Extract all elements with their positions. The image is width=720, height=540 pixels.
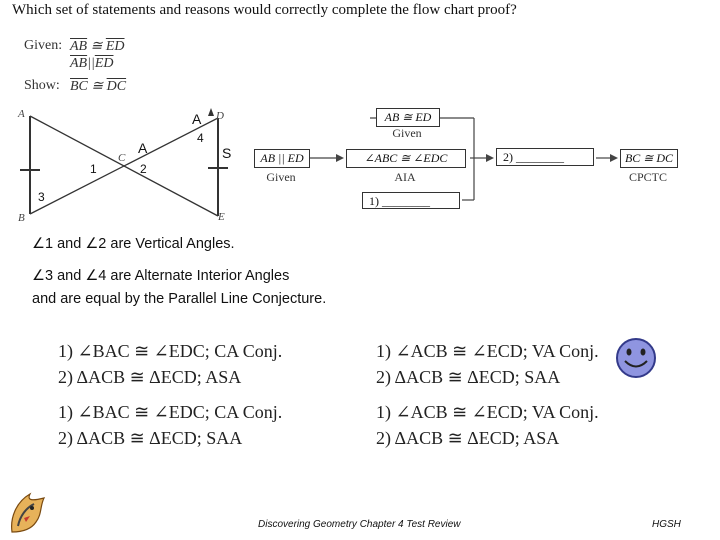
given-segment-ab: AB bbox=[70, 39, 88, 54]
flow-box-given-congruent: AB ≅ ED bbox=[376, 108, 440, 127]
given-label: Given: bbox=[24, 38, 63, 53]
choice-3-statement-2: 2) ΔACB ≅ ΔECD; SAA bbox=[58, 428, 243, 448]
bowtie-figure bbox=[20, 108, 228, 217]
vertex-d: D bbox=[216, 110, 224, 122]
show-line: BC ≅ DC bbox=[70, 78, 126, 95]
parallel-symbol: || bbox=[87, 56, 95, 71]
choice-1-statement-2: 2) ΔACB ≅ ΔECD; ASA bbox=[58, 367, 242, 387]
dragon-logo-icon bbox=[11, 492, 46, 533]
mark-a-upper: A bbox=[192, 111, 202, 127]
note-parallel-conjecture: and are equal by the Parallel Line Conje… bbox=[32, 291, 327, 307]
choice-4[interactable]: 1) ∠ACB ≅ ∠ECD; VA Conj. 2) ΔACB ≅ ΔECD;… bbox=[376, 399, 599, 451]
footer-school: HGSH bbox=[652, 519, 681, 530]
show-segment-dc: DC bbox=[106, 79, 127, 94]
arrow-d-mark bbox=[208, 108, 214, 116]
vertex-a: A bbox=[18, 108, 25, 120]
angle-label-1: 1 bbox=[90, 162, 97, 176]
show-segment-bc: BC bbox=[70, 79, 88, 94]
flow-box-step-2: 2) ________ bbox=[496, 148, 594, 166]
given-segment-ed: ED bbox=[105, 39, 125, 54]
choice-4-statement-2: 2) ΔACB ≅ ΔECD; ASA bbox=[376, 428, 560, 448]
show-label: Show: bbox=[24, 78, 60, 93]
note-alternate-interior: ∠3 and ∠4 are Alternate Interior Angles bbox=[32, 268, 290, 284]
choice-2-statement-1: 1) ∠ACB ≅ ∠ECD; VA Conj. bbox=[376, 341, 599, 361]
flow-box-step-1: 1) ________ bbox=[362, 192, 460, 209]
vertex-c: C bbox=[118, 152, 126, 164]
note-vertical-angles: ∠1 and ∠2 are Vertical Angles. bbox=[32, 236, 235, 252]
show-congruent-symbol: ≅ bbox=[91, 79, 104, 94]
question-text: Which set of statements and reasons woul… bbox=[12, 2, 517, 18]
footer-course-title: Discovering Geometry Chapter 4 Test Revi… bbox=[258, 519, 461, 530]
mark-a-lower: A bbox=[138, 140, 148, 156]
mark-s: S bbox=[222, 145, 232, 161]
flow-caption-given-1: Given bbox=[392, 126, 422, 140]
angle-label-2: 2 bbox=[140, 162, 147, 176]
given-segment-ab-2: AB bbox=[70, 56, 88, 71]
choice-4-statement-1: 1) ∠ACB ≅ ∠ECD; VA Conj. bbox=[376, 402, 599, 422]
angle-label-3: 3 bbox=[38, 190, 45, 204]
angle-label-4: 4 bbox=[197, 131, 204, 145]
segment-bd bbox=[29, 117, 219, 215]
flow-box-result: BC ≅ DC bbox=[620, 149, 678, 168]
vertex-e: E bbox=[218, 211, 225, 223]
choice-1[interactable]: 1) ∠BAC ≅ ∠EDC; CA Conj. 2) ΔACB ≅ ΔECD;… bbox=[58, 338, 282, 390]
flow-caption-aia: AIA bbox=[394, 170, 416, 184]
flow-box-alt-angles: ∠ABC ≅ ∠EDC bbox=[346, 149, 466, 168]
choice-2-statement-2: 2) ΔACB ≅ ΔECD; SAA bbox=[376, 367, 561, 387]
flowchart-connectors bbox=[308, 117, 618, 201]
flow-caption-cpctc: CPCTC bbox=[628, 170, 667, 184]
choice-1-statement-1: 1) ∠BAC ≅ ∠EDC; CA Conj. bbox=[58, 341, 283, 361]
flow-box-parallel: AB || ED bbox=[254, 149, 310, 168]
given-line-1: AB ≅ ED bbox=[70, 38, 125, 55]
choice-3[interactable]: 1) ∠BAC ≅ ∠EDC; CA Conj. 2) ΔACB ≅ ΔECD;… bbox=[58, 399, 282, 451]
choice-3-statement-1: 1) ∠BAC ≅ ∠EDC; CA Conj. bbox=[58, 402, 283, 422]
smiley-face-icon bbox=[616, 338, 656, 378]
choice-2[interactable]: 1) ∠ACB ≅ ∠ECD; VA Conj. 2) ΔACB ≅ ΔECD;… bbox=[376, 338, 599, 390]
given-line-2: AB||ED bbox=[70, 56, 113, 72]
flow-caption-given-2: Given bbox=[266, 170, 296, 184]
congruent-symbol: ≅ bbox=[90, 39, 103, 54]
vertex-b: B bbox=[18, 212, 25, 224]
given-segment-ed-2: ED bbox=[94, 56, 114, 71]
